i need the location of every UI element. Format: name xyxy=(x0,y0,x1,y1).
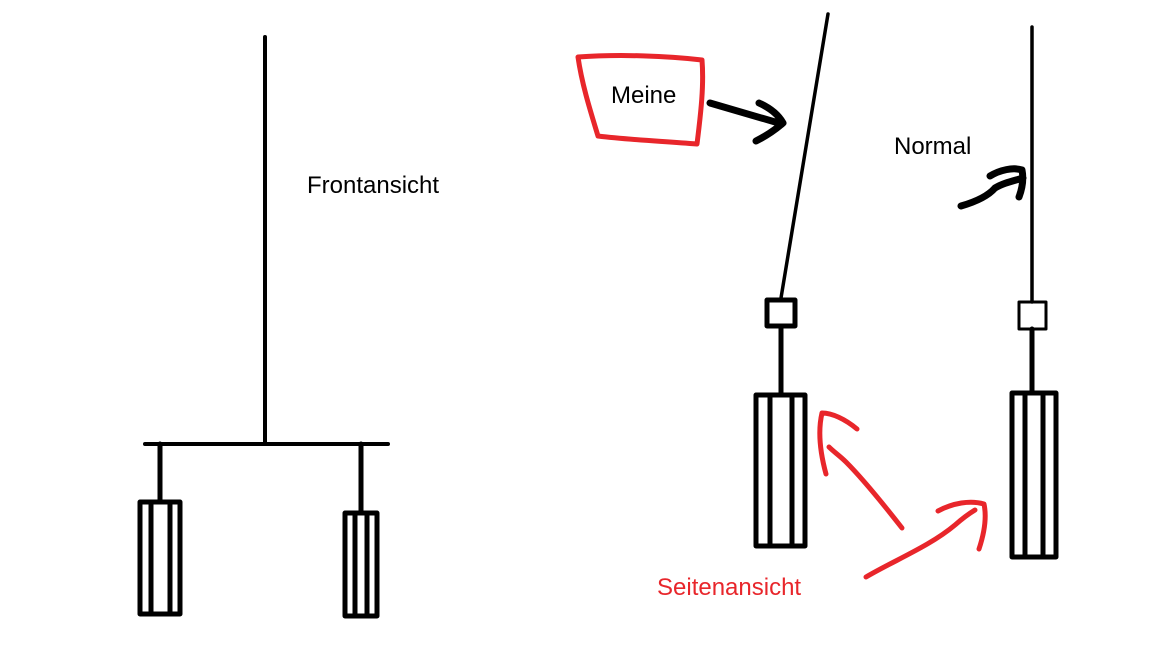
normal-arrow xyxy=(957,165,1027,210)
side-view-normal-sketch xyxy=(1009,25,1059,560)
mine-wheel xyxy=(753,392,808,549)
front-view-sketch xyxy=(137,35,390,619)
seitenansicht-arrow-to-normal xyxy=(863,499,988,580)
side-view-label: Seitenansicht xyxy=(657,574,802,601)
front-left-wheel xyxy=(137,499,183,617)
mine-joint-box xyxy=(764,297,798,329)
mine-label: Meine xyxy=(611,82,677,109)
mine-tilted-mast xyxy=(779,12,830,300)
front-view-label: Frontansicht xyxy=(307,172,440,199)
side-view-mine-sketch xyxy=(753,12,830,549)
meine-arrow xyxy=(706,99,787,145)
front-right-wheel xyxy=(342,510,380,619)
seitenansicht-arrow-to-mine xyxy=(817,410,905,531)
normal-wheel xyxy=(1009,390,1059,560)
normal-joint-box xyxy=(1017,300,1048,331)
meine-highlight-box xyxy=(575,53,706,147)
normal-label: Normal xyxy=(894,133,972,160)
